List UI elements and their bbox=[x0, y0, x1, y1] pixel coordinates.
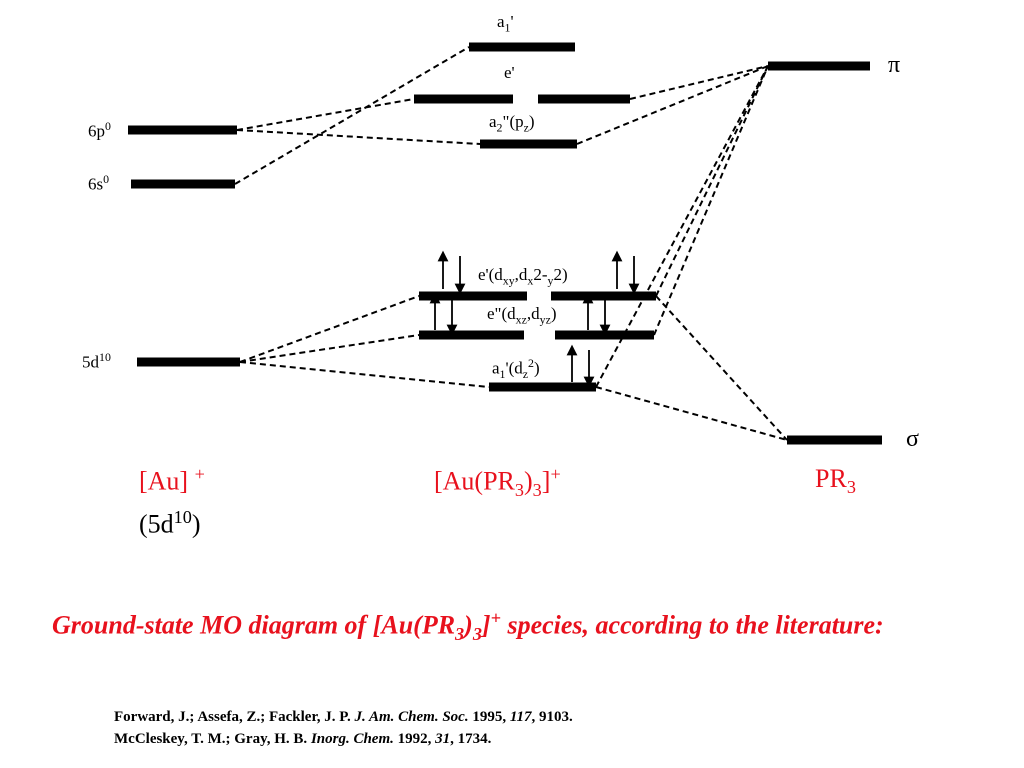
label-subscript: xy bbox=[502, 273, 515, 288]
ref-journal: J. Am. Chem. Soc. bbox=[354, 709, 469, 725]
label-part: 2- bbox=[533, 265, 548, 284]
label-part: ) bbox=[550, 304, 557, 323]
column-title-au: [Au] + bbox=[139, 464, 205, 497]
label-subscript: z bbox=[523, 120, 529, 135]
label-part: ) bbox=[533, 358, 540, 378]
label-6p-occupancy: 0 bbox=[105, 119, 111, 133]
label-part: a bbox=[497, 12, 505, 31]
label-e-prime: e' bbox=[504, 63, 515, 82]
title-subscript: 3 bbox=[532, 479, 542, 500]
label-part: ' bbox=[510, 12, 514, 31]
label-sigma: σ bbox=[906, 426, 919, 452]
config-part: (5d bbox=[139, 509, 174, 539]
label-5d-occupancy: 10 bbox=[99, 350, 111, 364]
caption-superscript: + bbox=[490, 608, 501, 628]
ref-authors: Forward, J.; Assefa, Z.; Fackler, J. P. bbox=[114, 709, 355, 725]
ref-volume: 117 bbox=[509, 709, 532, 725]
ref-pages: , 1734. bbox=[450, 731, 492, 747]
label-a2-pz: a2"(pz) bbox=[489, 112, 535, 135]
label-part: '(d bbox=[505, 358, 523, 378]
title-superscript: + bbox=[194, 464, 205, 484]
label-subscript: z bbox=[522, 367, 529, 382]
label-part: a bbox=[492, 358, 500, 378]
corr-sigma-a1dz2 bbox=[595, 386, 788, 441]
caption-subscript: 3 bbox=[472, 623, 482, 644]
title-subscript: 3 bbox=[514, 479, 524, 500]
figure-caption: Ground-state MO diagram of [Au(PR3)3]+ s… bbox=[52, 598, 972, 654]
title-superscript: + bbox=[550, 464, 561, 484]
label-5d-name: 5d bbox=[82, 352, 99, 372]
label-pi: π bbox=[888, 52, 901, 78]
column-title-ligand: PR3 bbox=[815, 464, 856, 498]
ref-year: 1995, bbox=[468, 709, 510, 725]
title-part: PR bbox=[815, 464, 847, 493]
label-part: ,d bbox=[514, 265, 528, 284]
caption-part: Ground-state MO diagram of [Au(PR bbox=[52, 610, 456, 640]
label-part: e"(d bbox=[487, 304, 516, 323]
label-6s: 6s0 bbox=[88, 172, 109, 195]
label-part: e'(d bbox=[478, 265, 503, 284]
energy-levels bbox=[128, 42, 882, 445]
ref-pages: , 9103. bbox=[531, 709, 573, 725]
title-part: [Au(PR bbox=[434, 466, 515, 496]
label-part: ,d bbox=[526, 304, 540, 323]
corr-pi-ed1 bbox=[655, 65, 769, 297]
caption-subscript: 3 bbox=[455, 623, 465, 644]
label-6p: 6p0 bbox=[88, 119, 111, 142]
caption-part: ) bbox=[464, 610, 473, 640]
label-subscript: 1 bbox=[504, 20, 511, 35]
title-part: ) bbox=[524, 466, 533, 496]
corr-6p-a2 bbox=[236, 129, 481, 145]
au-configuration: (5d10) bbox=[139, 507, 201, 540]
label-6p-name: 6p bbox=[88, 121, 105, 141]
correlation-lines bbox=[234, 46, 788, 441]
label-part: ) bbox=[528, 112, 535, 131]
corr-5d-edd bbox=[239, 334, 420, 363]
label-part: a bbox=[489, 112, 497, 131]
ref-volume: 31 bbox=[435, 731, 451, 747]
column-title-complex: [Au(PR3)3]+ bbox=[434, 464, 561, 501]
corr-pi-e bbox=[629, 65, 769, 100]
corr-6s-a1 bbox=[234, 46, 470, 185]
title-part: ] bbox=[541, 466, 551, 496]
electron-arrows bbox=[429, 250, 640, 388]
reference-item: Forward, J.; Assefa, Z.; Fackler, J. P. … bbox=[114, 706, 573, 728]
corr-pi-ed2 bbox=[653, 65, 769, 336]
config-part: ) bbox=[191, 509, 201, 539]
label-superscript: 2 bbox=[528, 356, 534, 370]
label-subscript: 2 bbox=[496, 120, 503, 135]
title-part: [Au] bbox=[139, 466, 195, 496]
config-superscript: 10 bbox=[173, 507, 192, 527]
label-part: 2) bbox=[553, 265, 568, 284]
label-part: "(p bbox=[502, 112, 524, 131]
label-e-dblprime-dxz: e"(dxz,dyz) bbox=[487, 304, 557, 327]
label-a1-prime-top: a1' bbox=[497, 12, 514, 35]
reference-item: McCleskey, T. M.; Gray, H. B. Inorg. Che… bbox=[114, 728, 573, 750]
label-subscript: 1 bbox=[499, 367, 506, 382]
label-5d: 5d10 bbox=[82, 350, 111, 373]
caption-part: species, according to the literature: bbox=[500, 610, 884, 640]
label-6s-occupancy: 0 bbox=[103, 172, 110, 186]
ref-journal: Inorg. Chem. bbox=[310, 731, 394, 747]
label-a1-dz2: a1'(dz2) bbox=[492, 356, 540, 382]
ref-year: 1992, bbox=[393, 731, 436, 747]
ref-authors: McCleskey, T. M.; Gray, H. B. bbox=[114, 731, 311, 747]
corr-6p-e bbox=[236, 98, 415, 131]
caption-part: ] bbox=[481, 610, 491, 640]
label-6s-name: 6s bbox=[88, 174, 104, 194]
label-subscript: xz bbox=[515, 312, 527, 327]
corr-pi-a1dz2 bbox=[595, 65, 769, 388]
corr-sigma-ed bbox=[655, 295, 788, 441]
corr-pi-a2 bbox=[576, 65, 769, 145]
label-e-prime-dxy: e'(dxy,dx2-y2) bbox=[478, 265, 568, 288]
label-subscript: x bbox=[527, 273, 534, 288]
corr-5d-ed bbox=[239, 295, 420, 363]
label-subscript: yz bbox=[539, 312, 551, 327]
references: Forward, J.; Assefa, Z.; Fackler, J. P. … bbox=[114, 706, 573, 750]
label-subscript: y bbox=[547, 273, 554, 288]
corr-5d-a1dz2 bbox=[239, 361, 490, 388]
title-subscript: 3 bbox=[846, 477, 856, 498]
